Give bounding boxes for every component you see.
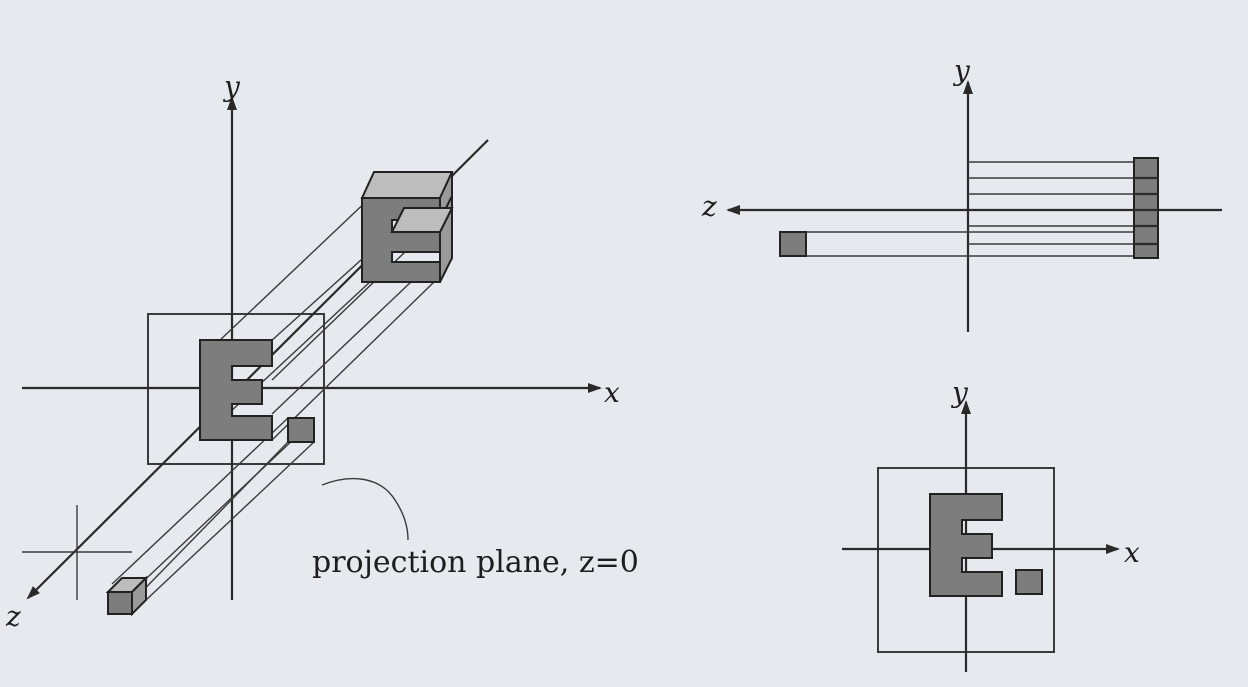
projector-line	[145, 441, 315, 601]
label-y: y	[222, 70, 241, 103]
caption: projection plane, z=0	[312, 545, 639, 580]
perspective-view: y x z projection plane, z=0	[5, 70, 639, 633]
projector-line	[131, 419, 315, 593]
projected-e	[199, 339, 315, 443]
3d-e-block	[360, 171, 454, 283]
label-y: y	[950, 376, 969, 409]
projector-line	[271, 281, 435, 441]
front-cube	[1015, 569, 1043, 595]
caption-leader	[321, 477, 409, 541]
label-x: x	[604, 376, 620, 409]
front-e	[929, 493, 1003, 597]
label-x: x	[1124, 536, 1140, 569]
side-view: y z	[701, 54, 1222, 332]
label-z: z	[5, 600, 21, 633]
projector-line	[111, 417, 289, 585]
projector-line	[271, 261, 433, 415]
label-y: y	[952, 54, 971, 87]
e-side-profile	[1133, 157, 1159, 259]
label-z: z	[701, 190, 717, 223]
projector-line	[217, 195, 373, 343]
front-view: y x	[842, 376, 1140, 672]
cube-side-profile	[779, 231, 807, 257]
projector-line	[121, 441, 289, 613]
small-cube	[105, 575, 149, 617]
